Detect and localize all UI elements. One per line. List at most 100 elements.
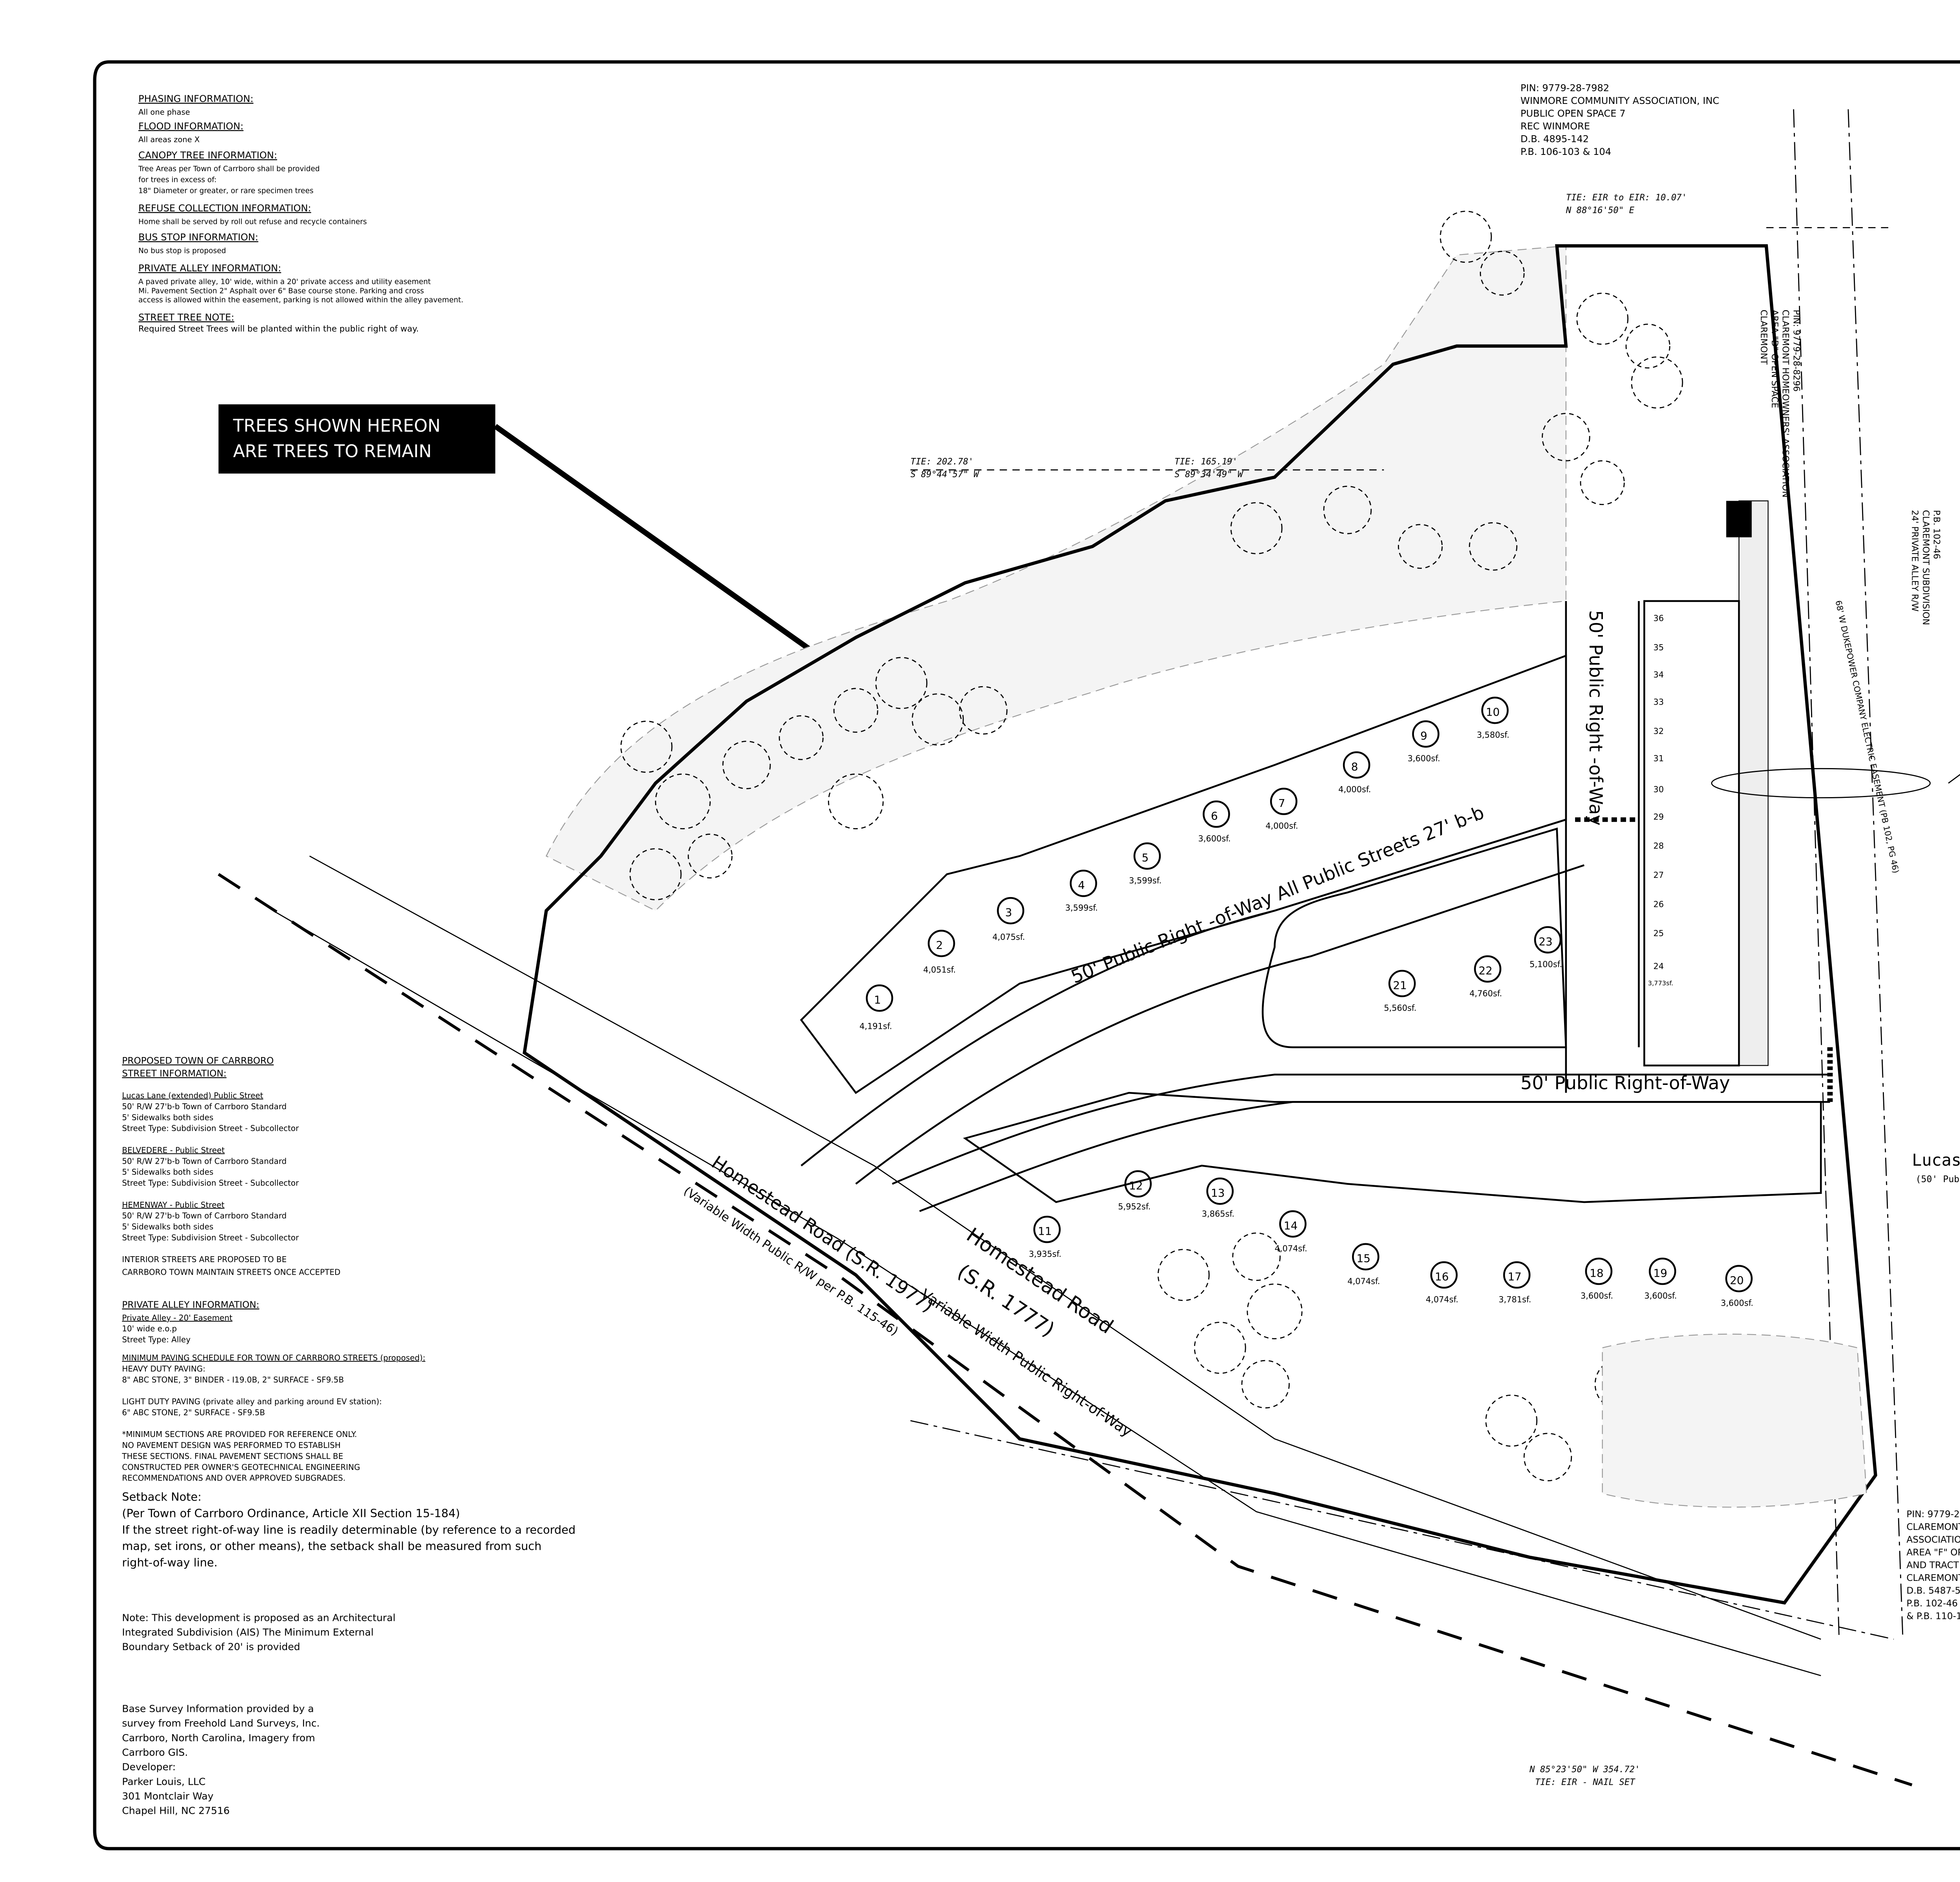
parcel-line: D.B. 5487-543 xyxy=(1906,1586,1960,1596)
street-label-lucas: Lucas Lane xyxy=(1912,1150,1960,1170)
lot-area: 4,000sf. xyxy=(1338,785,1371,794)
parcel-line: P.B. 102-46 xyxy=(1931,510,1942,559)
lot-number: 3 xyxy=(1005,906,1012,919)
lot-34[interactable]: 34 xyxy=(1653,670,1664,679)
street-line: 5' Sidewalks both sides xyxy=(122,1222,213,1232)
tie-label: TIE: 165.19' xyxy=(1174,457,1238,467)
lot-number: 11 xyxy=(1038,1225,1052,1238)
setback-title: Setback Note: xyxy=(122,1490,201,1504)
lot-8[interactable]: 8 4,000sf. xyxy=(1338,751,1371,794)
lot-16[interactable]: 164,074sf. xyxy=(1426,1261,1458,1304)
lot-number: 8 xyxy=(1351,760,1358,773)
street-tree-text: Required Street Trees will be planted wi… xyxy=(138,324,419,334)
tie-label: N 85°23'50" W 354.72' xyxy=(1529,1764,1640,1775)
lot-30[interactable]: 30 xyxy=(1653,785,1664,794)
lot-31[interactable]: 31 xyxy=(1653,754,1664,763)
lot-27[interactable]: 27 xyxy=(1653,870,1664,880)
bus-title: BUS STOP INFORMATION: xyxy=(138,232,258,243)
survey-note: Parker Louis, LLC xyxy=(122,1776,205,1787)
paving-line: *MINIMUM SECTIONS ARE PROVIDED FOR REFER… xyxy=(122,1430,357,1439)
lot-15[interactable]: 154,074sf. xyxy=(1347,1243,1380,1286)
bus-text: No bus stop is proposed xyxy=(138,247,226,255)
street-tree-title: STREET TREE NOTE: xyxy=(138,312,234,323)
alley-line: Mi. Pavement Section 2" Asphalt over 6" … xyxy=(138,287,424,295)
lot-3[interactable]: 34,075sf. xyxy=(993,897,1025,942)
lot-18[interactable]: 183,600sf. xyxy=(1581,1257,1613,1301)
duplex-block xyxy=(1643,600,1740,1066)
street-lower xyxy=(892,1074,1830,1185)
lot-9[interactable]: 9 3,600sf. xyxy=(1408,720,1440,763)
lot-36[interactable]: 36 xyxy=(1653,614,1664,623)
parcel-line: CLAREMONT SUBDIVISION xyxy=(1920,510,1931,625)
lot-32[interactable]: 32 xyxy=(1653,727,1664,736)
sheet-border xyxy=(93,60,1960,1851)
lot-6[interactable]: 63,600sf. xyxy=(1198,800,1231,843)
lot-14[interactable]: 144,074sf. xyxy=(1275,1210,1307,1253)
parcel-line: D.B. 4895-142 xyxy=(1521,133,1589,144)
lot-17[interactable]: 173,781sf. xyxy=(1499,1261,1531,1304)
lot-24[interactable]: 24 xyxy=(1653,961,1664,971)
easement-line xyxy=(1847,109,1904,1639)
lot-area: 4,051sf. xyxy=(923,965,956,975)
lot-area: 5,100sf. xyxy=(1530,960,1562,969)
lot-area: 3,600sf. xyxy=(1408,754,1440,763)
paving-line: CONSTRUCTED PER OWNER'S GEOTECHNICAL ENG… xyxy=(122,1462,360,1472)
paving-line: HEAVY DUTY PAVING: xyxy=(122,1364,205,1373)
lot-number: 6 xyxy=(1211,809,1218,822)
lot-28[interactable]: 28 xyxy=(1653,841,1664,851)
homestead-road-centerline xyxy=(218,873,1913,1786)
private-alley-title: PRIVATE ALLEY INFORMATION: xyxy=(122,1299,259,1310)
setback-line: (Per Town of Carrboro Ordinance, Article… xyxy=(122,1507,460,1520)
lot-25[interactable]: 25 xyxy=(1653,929,1664,938)
survey-note: survey from Freehold Land Surveys, Inc. xyxy=(122,1718,319,1729)
lot-10[interactable]: 103,580sf. xyxy=(1477,696,1509,739)
setback-line: right-of-way line. xyxy=(122,1556,218,1569)
lot-23[interactable]: 23 5,100sf. xyxy=(1530,926,1562,969)
parcel-line: & P.B. 110-146 xyxy=(1906,1611,1960,1622)
lot-22[interactable]: 224,760sf. xyxy=(1470,955,1502,998)
lot-1[interactable]: 14,191sf. xyxy=(860,984,893,1031)
survey-note: Base Survey Information provided by a xyxy=(122,1703,314,1715)
site-plan xyxy=(218,109,1913,1786)
lot-7[interactable]: 74,000sf. xyxy=(1265,788,1298,831)
lot-number: 20 xyxy=(1730,1274,1744,1287)
lot-number: 10 xyxy=(1486,706,1499,719)
street-main xyxy=(855,864,1585,1185)
street-name: HEMENWAY - Public Street xyxy=(122,1200,225,1210)
lot-area: 3,599sf. xyxy=(1129,876,1161,885)
lot-33[interactable]: 33 xyxy=(1653,698,1664,707)
lot-29[interactable]: 29 xyxy=(1653,812,1664,821)
duplex-lot-markers: 36 35 34 33 32 31 30 29 28 27 26 25 24 3… xyxy=(1648,614,1673,987)
parcel-line: WINMORE COMMUNITY ASSOCIATION, INC xyxy=(1521,95,1719,106)
setback-line: map, set irons, or other means), the set… xyxy=(122,1539,541,1553)
phasing-text: All one phase xyxy=(138,108,190,117)
lot-2[interactable]: 24,051sf. xyxy=(923,930,956,975)
parcel-line: P.B. 106-103 & 104 xyxy=(1521,146,1611,157)
survey-note: 301 Montclair Way xyxy=(122,1791,213,1802)
lot-12[interactable]: 125,952sf. xyxy=(1118,1170,1152,1212)
tie-bearing: S 89°34'49" W xyxy=(1174,469,1243,480)
lot-20[interactable]: 203,600sf. xyxy=(1721,1265,1753,1308)
lot-number: 23 xyxy=(1539,935,1552,948)
lot-13[interactable]: 133,865sf. xyxy=(1202,1177,1234,1219)
tie-bearing: S 89°44'57" W xyxy=(911,469,980,480)
street-info-title: STREET INFORMATION: xyxy=(122,1068,227,1079)
street-line: 5' Sidewalks both sides xyxy=(122,1113,213,1122)
paving-line: 8" ABC STONE, 3" BINDER - I19.0B, 2" SUR… xyxy=(122,1375,344,1384)
lot-4[interactable]: 43,599sf. xyxy=(1065,870,1098,913)
lot-area: 3,865sf. xyxy=(1202,1209,1234,1219)
parcel-claremont-d: PIN: 9779-28-8296 CLAREMONT HOMEOWNERS' … xyxy=(1759,310,1802,498)
lot-11[interactable]: 113,935sf. xyxy=(1029,1215,1062,1259)
ais-note: Integrated Subdivision (AIS) The Minimum… xyxy=(122,1626,374,1638)
lot-35[interactable]: 35 xyxy=(1653,643,1664,652)
parcel-line: CLAREMONT xyxy=(1906,1573,1960,1583)
street-label-lucas-sub: (50' Public R/W per P.B. 102-46) xyxy=(1916,1174,1960,1184)
lot-5[interactable]: 53,599sf. xyxy=(1129,842,1161,885)
parcel-line: CLAREMONT HOMEOWNERS' ASSOCIATION xyxy=(1780,310,1791,498)
lot-19[interactable]: 193,600sf. xyxy=(1644,1257,1677,1301)
lot-number: 9 xyxy=(1420,729,1427,742)
lot-26[interactable]: 26 xyxy=(1653,899,1664,909)
refuse-text: Home shall be served by roll out refuse … xyxy=(138,218,367,226)
lot-21[interactable]: 215,560sf. xyxy=(1384,970,1416,1013)
lot-area: 3,599sf. xyxy=(1065,903,1098,913)
